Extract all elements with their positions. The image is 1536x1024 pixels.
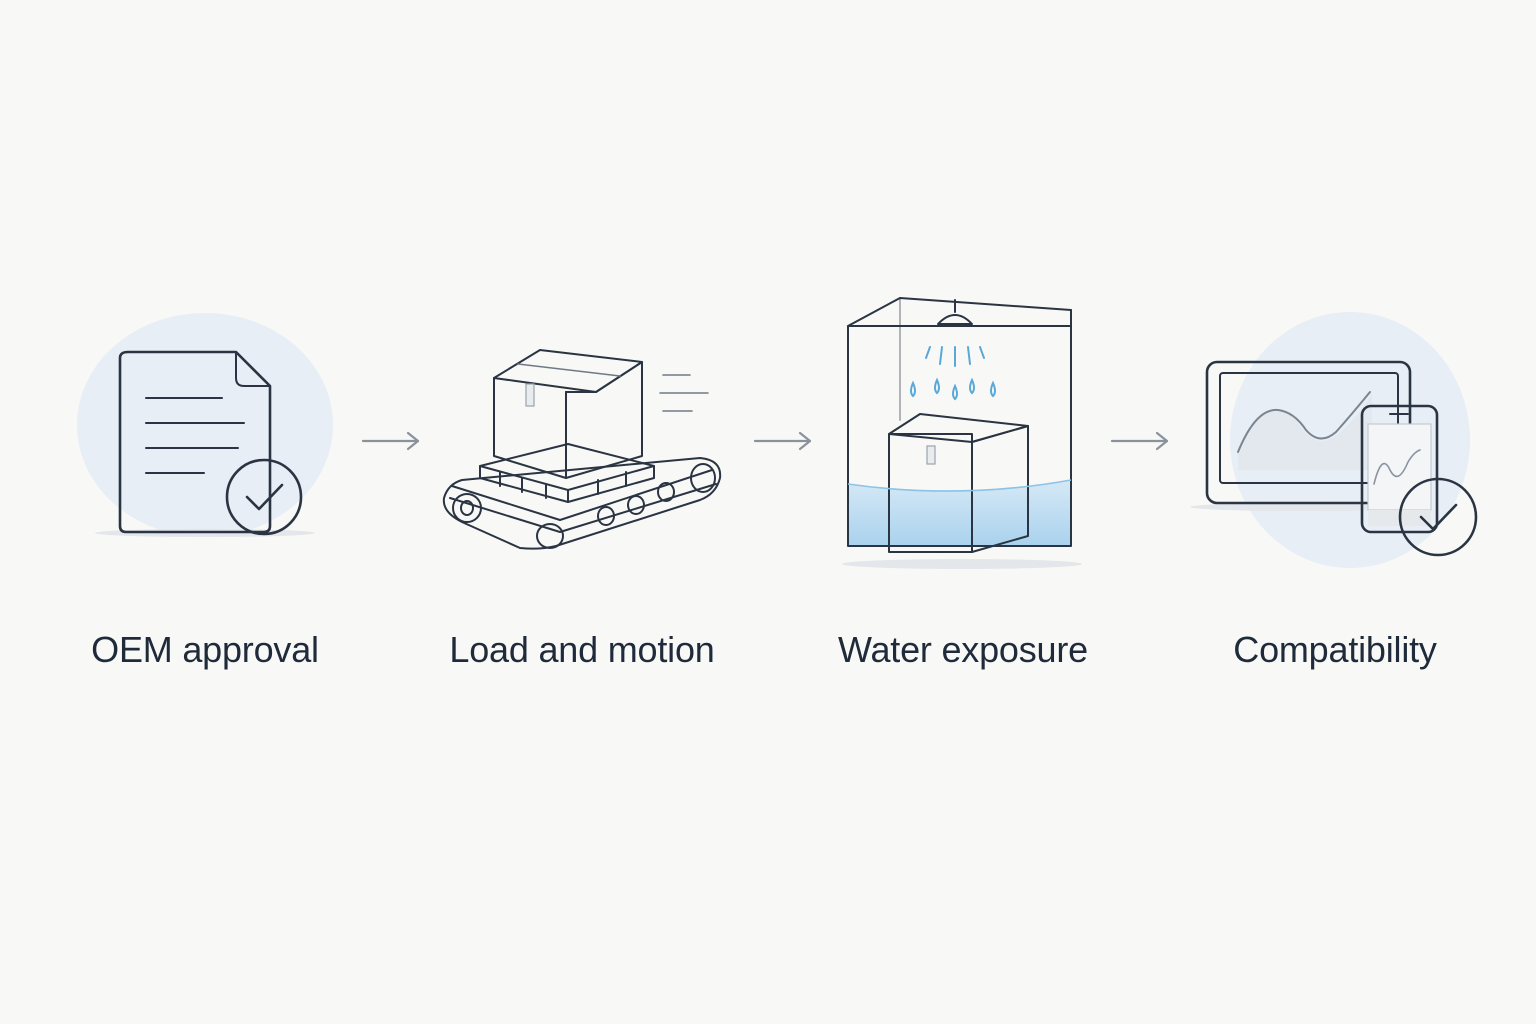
step-label-oem: OEM approval <box>91 629 319 670</box>
arrow-right-icon <box>361 431 420 451</box>
box-label <box>525 383 535 407</box>
box-tape <box>517 363 621 377</box>
chamber-front <box>847 325 1072 547</box>
roller <box>452 493 482 523</box>
pallet-side <box>479 465 569 503</box>
shadow-compat <box>1190 503 1410 511</box>
inner-box-side <box>971 425 1029 553</box>
phone-frame <box>1360 404 1439 534</box>
check-badge-circle <box>1398 477 1478 557</box>
inner-box-label <box>926 445 936 465</box>
roller <box>597 506 615 526</box>
roller <box>627 495 645 515</box>
water-fill <box>848 480 1071 546</box>
check-badge-circle <box>225 458 303 536</box>
step-label-load: Load and motion <box>449 629 715 670</box>
roller <box>657 482 675 502</box>
conveyor-belt <box>442 457 722 550</box>
arrow-right-icon <box>753 431 812 451</box>
conveyor-box-icon <box>442 349 722 550</box>
devices-check-icon <box>1190 312 1478 568</box>
document-check-icon <box>77 313 333 537</box>
check-mark-icon <box>245 483 284 511</box>
document-sheet <box>118 350 272 534</box>
chamber-top <box>847 297 1072 327</box>
box-top <box>493 349 643 393</box>
step-label-compat: Compatibility <box>1233 629 1437 670</box>
conveyor-edge <box>451 469 713 521</box>
check-mark-icon <box>1419 503 1458 531</box>
roller <box>536 523 564 549</box>
screen-wave-line <box>1237 391 1371 453</box>
water-chamber-icon <box>842 297 1082 569</box>
screen-area-chart <box>1238 394 1372 470</box>
shadow-water <box>842 559 1082 569</box>
step-label-water: Water exposure <box>838 629 1088 670</box>
water-spray <box>925 346 985 367</box>
pallet-side <box>567 465 655 503</box>
phone-wave-line <box>1373 449 1421 485</box>
inner-box-top <box>888 413 1029 443</box>
roller-axle <box>460 500 474 516</box>
halo-oem <box>77 313 333 537</box>
phone-screen <box>1367 423 1432 511</box>
document-fold <box>235 351 271 387</box>
arrow-right-icon <box>1110 431 1169 451</box>
water-drops <box>910 377 996 401</box>
shower-head-icon <box>937 314 973 325</box>
inner-box-front <box>888 433 973 553</box>
roller <box>690 463 716 493</box>
water-surface <box>847 479 1072 492</box>
